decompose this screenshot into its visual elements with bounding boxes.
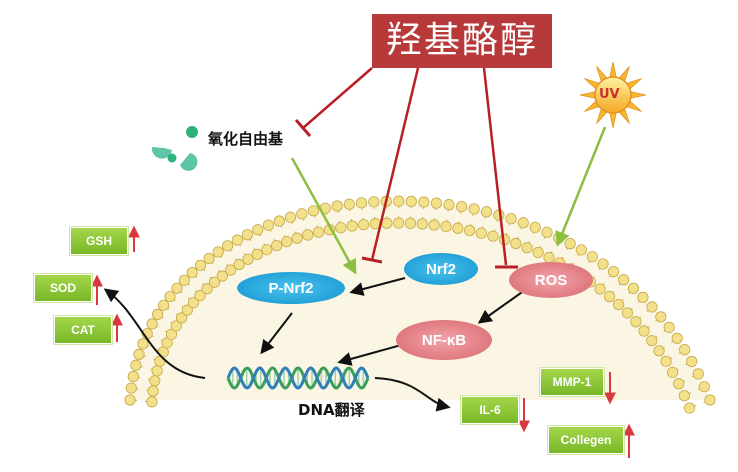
- dna-to-markers-arrow: [103, 288, 206, 379]
- inhibit-ros-line: [482, 67, 518, 269]
- cat-marker: CAT: [54, 316, 112, 344]
- pnrf2-to-dna-arrow: [260, 312, 293, 355]
- inhibit-radical-line: [294, 67, 373, 137]
- dna-helix-icon: [226, 366, 370, 390]
- nfkb-node: NF-κB: [396, 320, 492, 360]
- free-radical-label: 氧化自由基: [208, 130, 284, 148]
- dna-label: DNA翻译: [298, 401, 365, 419]
- cell-cytoplasm: [130, 201, 710, 400]
- mmp1-marker: MMP-1: [540, 368, 604, 396]
- inhibit-pnrf2-line: [361, 67, 420, 264]
- radical-activates-pnrf2-arrow: [290, 157, 357, 275]
- uv-label: UV: [599, 87, 620, 102]
- free-radical-icon: [151, 126, 198, 171]
- collagen-marker: Collegen: [548, 426, 624, 454]
- uv-activates-ros-arrow: [555, 126, 607, 247]
- nrf2-to-pnrf2-arrow: [349, 277, 406, 296]
- p-nrf2-node: P-Nrf2: [237, 272, 345, 304]
- gsh-marker: GSH: [70, 227, 128, 255]
- sod-marker: SOD: [34, 274, 92, 302]
- uv-sun-icon: [579, 61, 647, 129]
- ros-to-nfkb-arrow: [477, 289, 526, 324]
- dna-to-il6-arrow: [374, 377, 451, 412]
- nrf2-node: Nrf2: [404, 253, 478, 285]
- ros-node: ROS: [509, 262, 593, 298]
- il6-marker: IL-6: [461, 396, 519, 424]
- compound-title: 羟基酪醇: [372, 14, 552, 68]
- cell-membrane: [124, 195, 716, 414]
